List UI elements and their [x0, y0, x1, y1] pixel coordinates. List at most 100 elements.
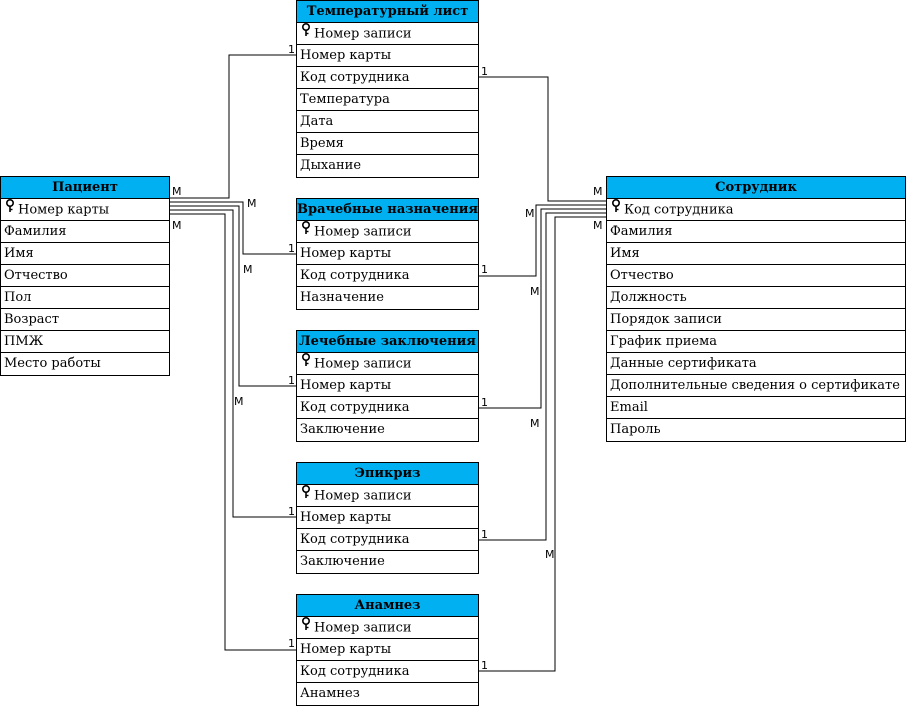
- label-one: 1: [481, 659, 488, 672]
- field-row: Фамилия: [607, 221, 905, 243]
- key-icon: [300, 353, 312, 374]
- field-row: Номер карты: [297, 639, 478, 661]
- label-many: М: [593, 219, 603, 232]
- field-row: Дыхание: [300, 158, 362, 173]
- field-row: Заключение: [300, 422, 385, 437]
- field-label: Номер записи: [314, 356, 412, 372]
- field-row: Порядок записи: [607, 309, 905, 331]
- entity-title: Эпикриз: [297, 463, 478, 485]
- field-row: Отчество: [1, 265, 169, 287]
- field-row-key: Номер записи: [297, 485, 478, 507]
- field-row: Номер карты: [297, 375, 478, 397]
- label-many: М: [525, 207, 535, 220]
- field-row: Должность: [607, 287, 905, 309]
- field-row: Номер карты: [297, 243, 478, 265]
- label-many: М: [530, 285, 540, 298]
- label-many: М: [172, 185, 182, 198]
- field-row-key: Номер записи: [297, 353, 478, 375]
- field-row-key: Код сотрудника: [607, 199, 905, 221]
- label-many: М: [593, 185, 603, 198]
- link-temp-sotr: [478, 76, 606, 202]
- key-icon: [300, 221, 312, 242]
- key-icon: [300, 23, 312, 44]
- link-patient-anam: [169, 213, 296, 651]
- field-row: Данные сертификата: [607, 353, 905, 375]
- field-row: Код сотрудника: [297, 661, 478, 683]
- field-row: Код сотрудника: [297, 265, 478, 287]
- key-icon: [300, 485, 312, 506]
- label-one: 1: [288, 43, 295, 56]
- label-one: 1: [288, 242, 295, 255]
- field-row: Код сотрудника: [297, 67, 478, 89]
- field-row-key: Номер записи: [297, 617, 478, 639]
- label-one: 1: [481, 528, 488, 541]
- field-row-key: Номер записи: [297, 221, 478, 243]
- field-label: Код сотрудника: [624, 202, 734, 218]
- entity-epicrisis[interactable]: Эпикриз Номер записи Номер карты Код сот…: [296, 462, 479, 574]
- link-anam-sotr: [478, 216, 606, 672]
- entity-doctor-prescriptions[interactable]: Врачебные назначения Номер записи Номер …: [296, 198, 479, 310]
- field-row: Дополнительные сведения о сертификате: [607, 375, 905, 397]
- field-row: Email: [607, 397, 905, 419]
- field-row: Назначение: [300, 290, 384, 305]
- entity-title: Пациент: [1, 177, 169, 199]
- link-patient-epik: [169, 209, 296, 518]
- label-many: М: [172, 219, 182, 232]
- label-one: 1: [288, 505, 295, 518]
- field-label: Номер записи: [314, 488, 412, 504]
- field-row: Имя: [607, 243, 905, 265]
- field-row-key: Номер карты: [1, 199, 169, 221]
- field-label: Номер записи: [314, 26, 412, 42]
- field-row: Место работы: [4, 356, 101, 371]
- field-row: Пол: [1, 287, 169, 309]
- field-row: Температура: [297, 89, 478, 111]
- field-row: Фамилия: [1, 221, 169, 243]
- link-patient-vrach: [169, 201, 296, 255]
- field-row: Пароль: [610, 422, 661, 437]
- entity-title: Анамнез: [297, 595, 478, 617]
- field-row: Время: [297, 133, 478, 155]
- label-many: М: [545, 548, 555, 561]
- field-label: Номер записи: [314, 620, 412, 636]
- field-row: График приема: [607, 331, 905, 353]
- field-row-key: Номер записи: [297, 23, 478, 45]
- label-many: М: [234, 395, 244, 408]
- link-epik-sotr: [478, 212, 606, 541]
- label-many: М: [530, 417, 540, 430]
- field-row: ПМЖ: [1, 331, 169, 353]
- link-vrach-sotr: [478, 204, 606, 277]
- field-row: Имя: [1, 243, 169, 265]
- label-many: М: [247, 197, 257, 210]
- field-label: Номер записи: [314, 224, 412, 240]
- entity-title: Врачебные назначения: [297, 199, 478, 221]
- label-one: 1: [481, 65, 488, 78]
- field-row: Код сотрудника: [297, 529, 478, 551]
- key-icon: [4, 199, 16, 220]
- entity-medical-conclusions[interactable]: Лечебные заключения Номер записи Номер к…: [296, 330, 479, 442]
- link-lech-sotr: [478, 208, 606, 409]
- entity-title: Сотрудник: [607, 177, 905, 199]
- key-icon: [300, 617, 312, 638]
- field-row: Дата: [297, 111, 478, 133]
- field-row: Возраст: [1, 309, 169, 331]
- entity-title: Лечебные заключения: [297, 331, 478, 353]
- field-row: Анамнез: [300, 686, 360, 701]
- field-label: Номер карты: [18, 202, 110, 218]
- field-row: Код сотрудника: [297, 397, 478, 419]
- entity-patient[interactable]: Пациент Номер карты Фамилия Имя Отчество…: [0, 176, 170, 376]
- link-patient-lech: [169, 205, 296, 387]
- field-row: Номер карты: [297, 45, 478, 67]
- entity-temperature-list[interactable]: Температурный лист Номер записи Номер ка…: [296, 0, 479, 178]
- link-patient-temp: [169, 54, 296, 199]
- entity-employee[interactable]: Сотрудник Код сотрудника Фамилия Имя Отч…: [606, 176, 906, 442]
- field-row: Отчество: [607, 265, 905, 287]
- label-one: 1: [288, 637, 295, 650]
- entity-anamnesis[interactable]: Анамнез Номер записи Номер карты Код сот…: [296, 594, 479, 706]
- field-row: Номер карты: [297, 507, 478, 529]
- label-one: 1: [288, 374, 295, 387]
- key-icon: [610, 199, 622, 220]
- entity-title: Температурный лист: [297, 1, 478, 23]
- label-many: М: [243, 263, 253, 276]
- label-one: 1: [481, 263, 488, 276]
